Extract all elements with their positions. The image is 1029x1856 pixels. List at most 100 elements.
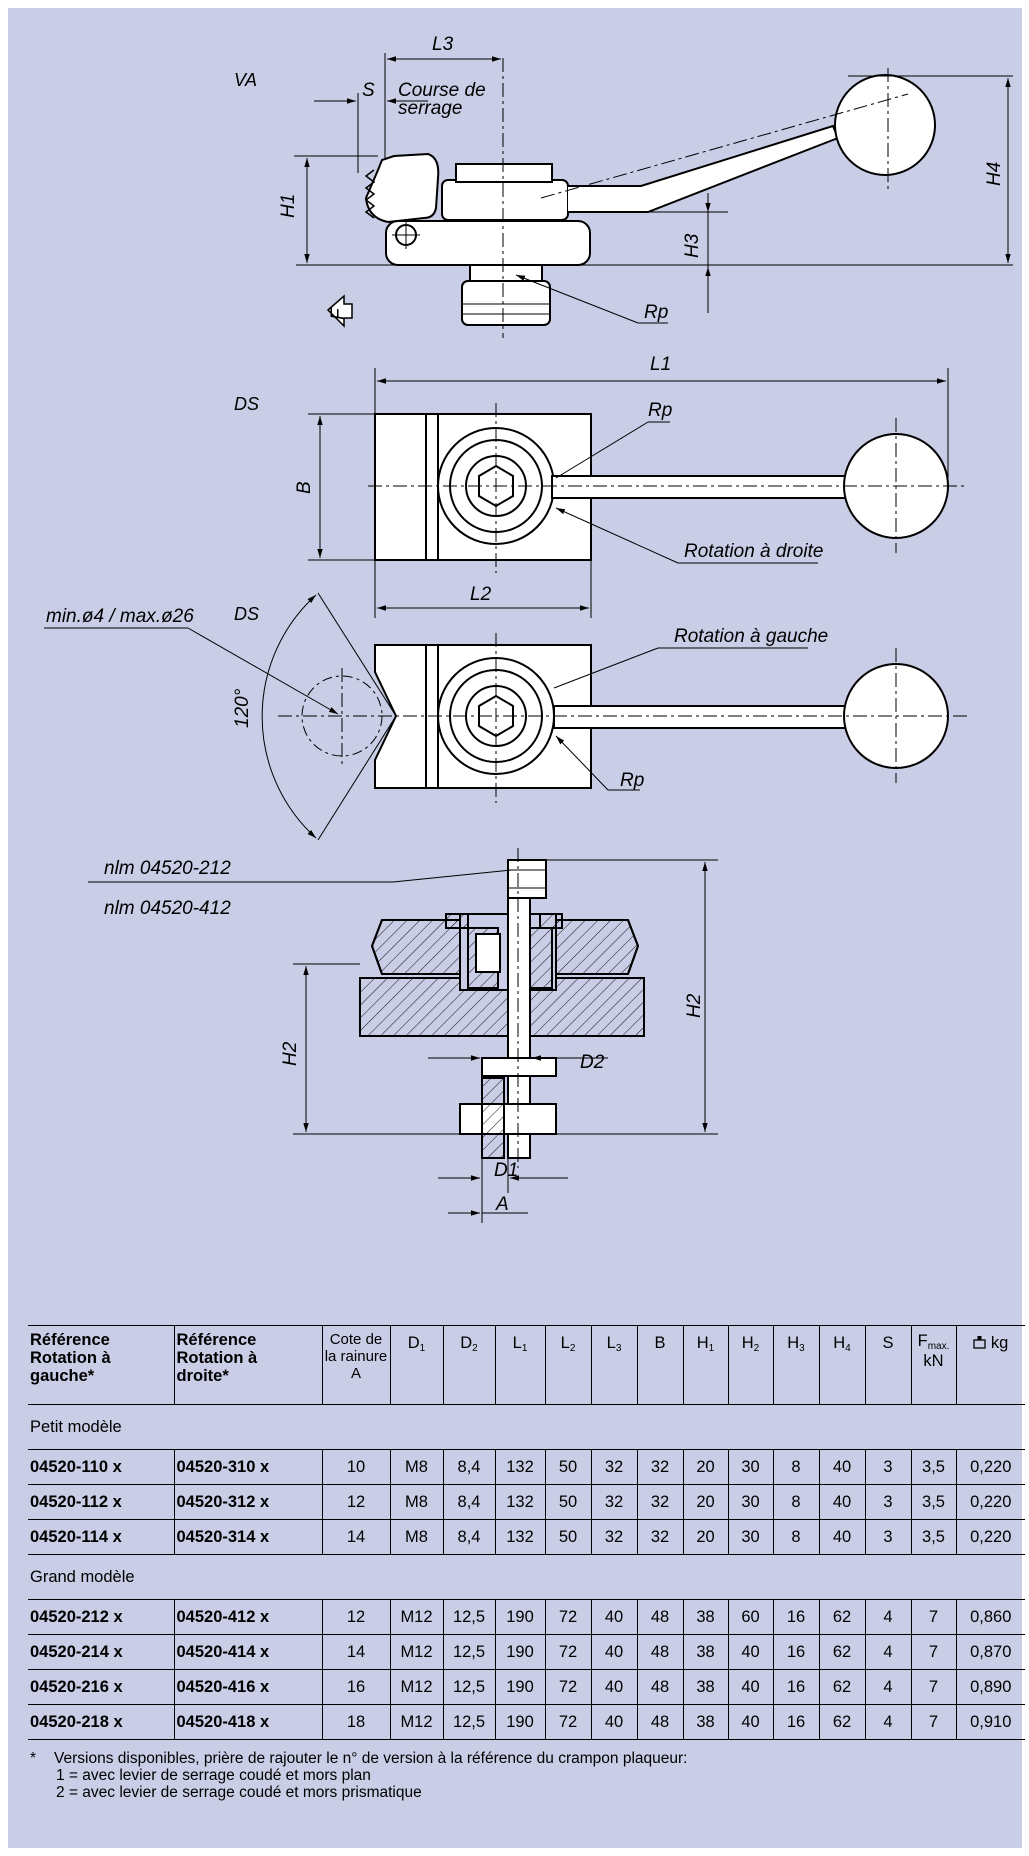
table-cell: 20 — [682, 1519, 728, 1555]
rotation-droite-label: Rotation à droite — [684, 541, 823, 562]
table-cell: 40 — [590, 1599, 637, 1635]
table-cell: 62 — [818, 1634, 865, 1670]
header-kg: kg — [955, 1325, 1025, 1405]
table-cell: 04520-110 x — [28, 1449, 174, 1485]
view-label-ds-bottom: DS — [234, 604, 259, 624]
table-cell: 40 — [818, 1484, 865, 1520]
table-cell: 04520-312 x — [173, 1484, 322, 1520]
dim-rp-top: Rp — [648, 400, 672, 421]
dim-h3: H3 — [682, 233, 703, 258]
table-cell: 38 — [682, 1634, 728, 1670]
dim-h4: H4 — [984, 162, 1005, 186]
table-cell: 40 — [818, 1519, 865, 1555]
table-cell: 8,4 — [442, 1484, 495, 1520]
prism-view — [44, 592, 968, 841]
dim-s: S — [362, 80, 375, 101]
dim-l2: L2 — [470, 584, 492, 605]
table-cell: 32 — [590, 1519, 637, 1555]
table-cell: 32 — [636, 1484, 683, 1520]
side-view — [294, 53, 1013, 338]
course-label-1: Course de — [398, 80, 486, 101]
table-cell: 72 — [544, 1669, 591, 1705]
table-cell: 38 — [682, 1704, 728, 1740]
table-cell: 04520-114 x — [28, 1519, 174, 1555]
table-section-row: Petit modèle — [28, 1404, 1025, 1450]
table-cell: 8 — [772, 1484, 819, 1520]
table-cell: 16 — [772, 1704, 819, 1740]
table-cell: 30 — [727, 1449, 773, 1485]
table-cell: 72 — [544, 1599, 591, 1635]
header-fmax: Fmax.kN — [910, 1325, 956, 1405]
table-cell: 4 — [864, 1599, 911, 1635]
table-cell: 40 — [727, 1669, 773, 1705]
table-cell: 190 — [494, 1634, 545, 1670]
table-cell: 132 — [494, 1519, 545, 1555]
dim-d1: D1 — [494, 1160, 518, 1181]
section-label: Petit modèle — [28, 1404, 1025, 1450]
table-cell: 04520-418 x — [173, 1704, 322, 1740]
table-cell: 7 — [910, 1704, 956, 1740]
table-cell: 62 — [818, 1599, 865, 1635]
table-cell: 48 — [636, 1669, 683, 1705]
table-cell: M12 — [389, 1704, 443, 1740]
force-label: F — [328, 307, 349, 320]
table-cell: 12,5 — [442, 1704, 495, 1740]
table-cell: 04520-414 x — [173, 1634, 322, 1670]
dim-angle: 120° — [232, 688, 253, 728]
table-cell: 48 — [636, 1599, 683, 1635]
table-cell: 04520-416 x — [173, 1669, 322, 1705]
drawing-labels: VA L3 S Course de serrage H1 H3 H4 Rp F … — [46, 34, 1005, 1215]
table-cell: 20 — [682, 1449, 728, 1485]
table-cell: 0,220 — [955, 1519, 1025, 1555]
table-cell: 32 — [590, 1449, 637, 1485]
table-section-row: Grand modèle — [28, 1554, 1025, 1600]
table-cell: 30 — [727, 1519, 773, 1555]
table-cell: 0,220 — [955, 1449, 1025, 1485]
table-cell: 7 — [910, 1634, 956, 1670]
table-cell: 04520-218 x — [28, 1704, 174, 1740]
table-cell: 48 — [636, 1634, 683, 1670]
table-cell: 132 — [494, 1484, 545, 1520]
header-s: S — [864, 1325, 911, 1405]
table-cell: 14 — [321, 1519, 390, 1555]
table-cell: 62 — [818, 1669, 865, 1705]
table-cell: 72 — [544, 1704, 591, 1740]
dim-h2-left: H2 — [280, 1041, 301, 1066]
dim-min-max: min.ø4 / max.ø26 — [46, 606, 194, 627]
table-cell: 16 — [772, 1599, 819, 1635]
table-cell: 190 — [494, 1669, 545, 1705]
rotation-gauche-label: Rotation à gauche — [674, 626, 828, 647]
table-cell: 190 — [494, 1599, 545, 1635]
table-cell: 40 — [590, 1704, 637, 1740]
footnote-line-3: 2 = avec levier de serrage coudé et mors… — [56, 1784, 422, 1801]
catalog-page: VA L3 S Course de serrage H1 H3 H4 Rp F … — [8, 8, 1025, 1848]
table-cell: 50 — [544, 1449, 591, 1485]
table-cell: 0,220 — [955, 1484, 1025, 1520]
table-cell: 0,860 — [955, 1599, 1025, 1635]
table-cell: 18 — [321, 1704, 390, 1740]
table-cell: 32 — [636, 1519, 683, 1555]
table-cell: 8,4 — [442, 1449, 495, 1485]
table-cell: M8 — [389, 1484, 443, 1520]
section-label: Grand modèle — [28, 1554, 1025, 1600]
table-cell: 40 — [590, 1669, 637, 1705]
table-cell: 4 — [864, 1634, 911, 1670]
table-cell: 12,5 — [442, 1669, 495, 1705]
table-cell: 32 — [636, 1449, 683, 1485]
table-cell: 16 — [772, 1634, 819, 1670]
table-cell: 50 — [544, 1484, 591, 1520]
table-cell: 0,910 — [955, 1704, 1025, 1740]
footnote-line-2: 1 = avec levier de serrage coudé et mors… — [56, 1767, 371, 1784]
table-cell: 14 — [321, 1634, 390, 1670]
view-label-ds-top: DS — [234, 394, 259, 414]
header-h3: H3 — [772, 1325, 819, 1405]
table-cell: 50 — [544, 1519, 591, 1555]
table-cell: 62 — [818, 1704, 865, 1740]
footnote-line-1: Versions disponibles, prière de rajouter… — [54, 1750, 688, 1767]
